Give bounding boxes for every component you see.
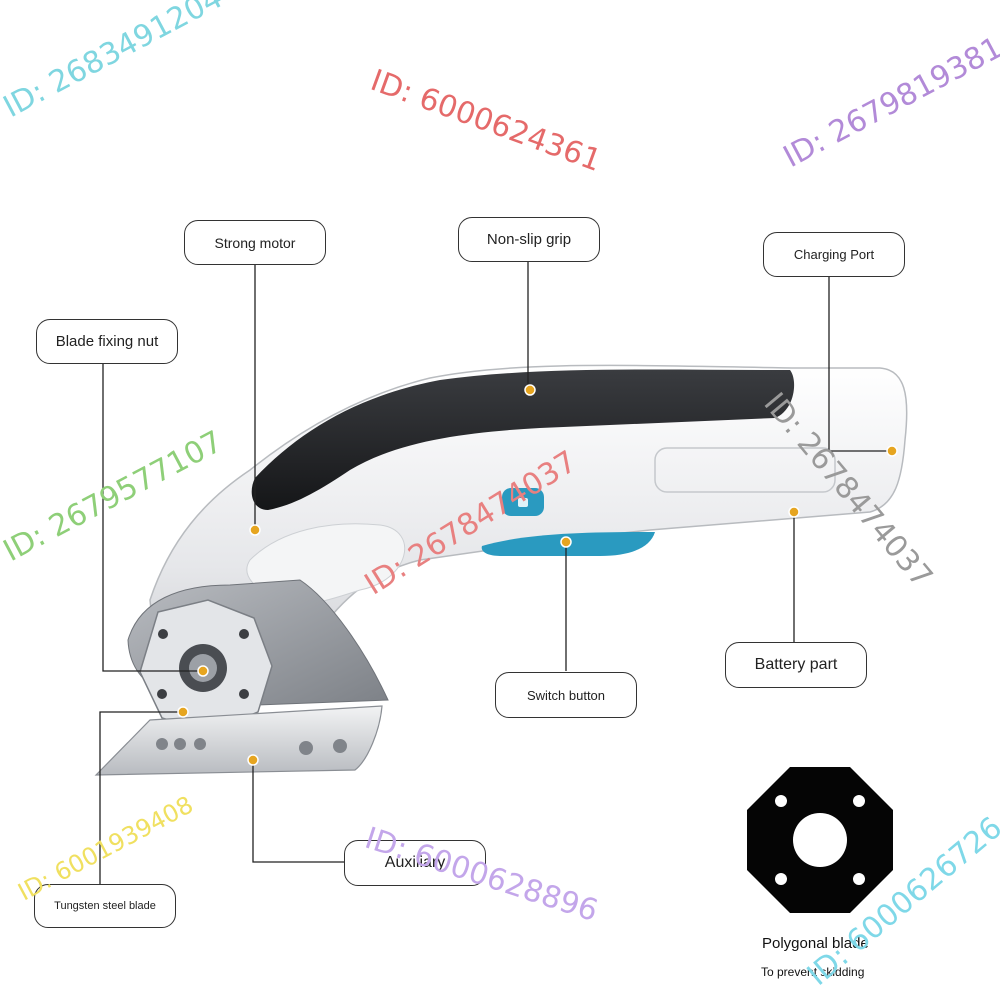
polygonal-blade-title: Polygonal blade <box>762 935 869 952</box>
blade-fixing-nut-label: Blade fixing nut <box>36 319 178 364</box>
polygonal-blade-icon <box>747 767 893 913</box>
charging-port-label: Charging Port <box>763 232 905 277</box>
auxiliary-plate <box>94 705 383 776</box>
battery-part-label: Battery part <box>725 642 867 688</box>
switch-button-label: Switch button <box>495 672 637 718</box>
non-slip-grip-label: Non-slip grip <box>458 217 600 262</box>
strong-motor-label: Strong motor <box>184 220 326 265</box>
auxiliary-label: Auxiliary <box>344 840 486 886</box>
polygonal-blade-subtitle: To prevent skidding <box>761 965 865 979</box>
callout-dots <box>177 384 898 766</box>
leader-lines <box>99 262 892 885</box>
battery-window <box>654 447 836 493</box>
tungsten-steel-blade-label: Tungsten steel blade <box>34 884 176 928</box>
grip <box>251 369 795 510</box>
